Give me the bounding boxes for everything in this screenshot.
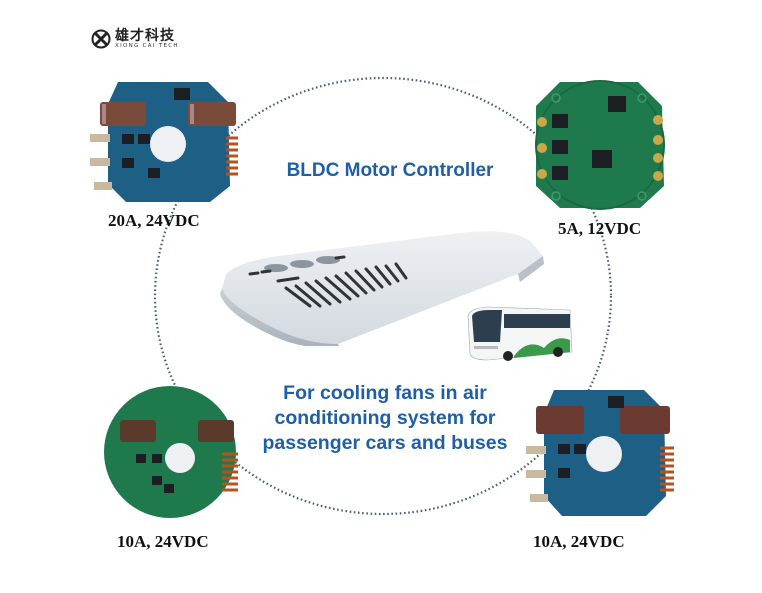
subtitle: For cooling fans in air conditioning sys… <box>240 381 530 456</box>
spec-label-bottom-left: 10A, 24VDC <box>117 532 209 551</box>
rooftop-ac-unit-image <box>218 226 548 346</box>
brand-name-en: XIONG CAI TECH <box>115 43 179 49</box>
pcb-board-bottom-left <box>100 380 245 525</box>
dotted-ring <box>153 76 613 516</box>
subtitle-line-3: passenger cars and buses <box>262 432 508 454</box>
pcb-board-top-left <box>88 74 243 204</box>
pcb-board-bottom-right <box>524 384 679 519</box>
subtitle-line-2: conditioning system for <box>274 407 496 429</box>
bus-image <box>458 304 576 366</box>
x-circle-logo-icon <box>91 29 111 49</box>
page-title: BLDC Motor Controller <box>286 160 494 181</box>
brand-name-cn: 雄才科技 <box>115 28 175 44</box>
subtitle-line-1: For cooling fans in air <box>283 382 487 404</box>
spec-label-top-left: 20A, 24VDC <box>108 211 200 230</box>
brand-logo: 雄才科技 XIONG CAI TECH <box>91 29 179 50</box>
spec-label-bottom-right: 10A, 24VDC <box>533 532 625 551</box>
pcb-board-top-right <box>530 78 670 213</box>
spec-label-top-right: 5A, 12VDC <box>558 219 642 238</box>
